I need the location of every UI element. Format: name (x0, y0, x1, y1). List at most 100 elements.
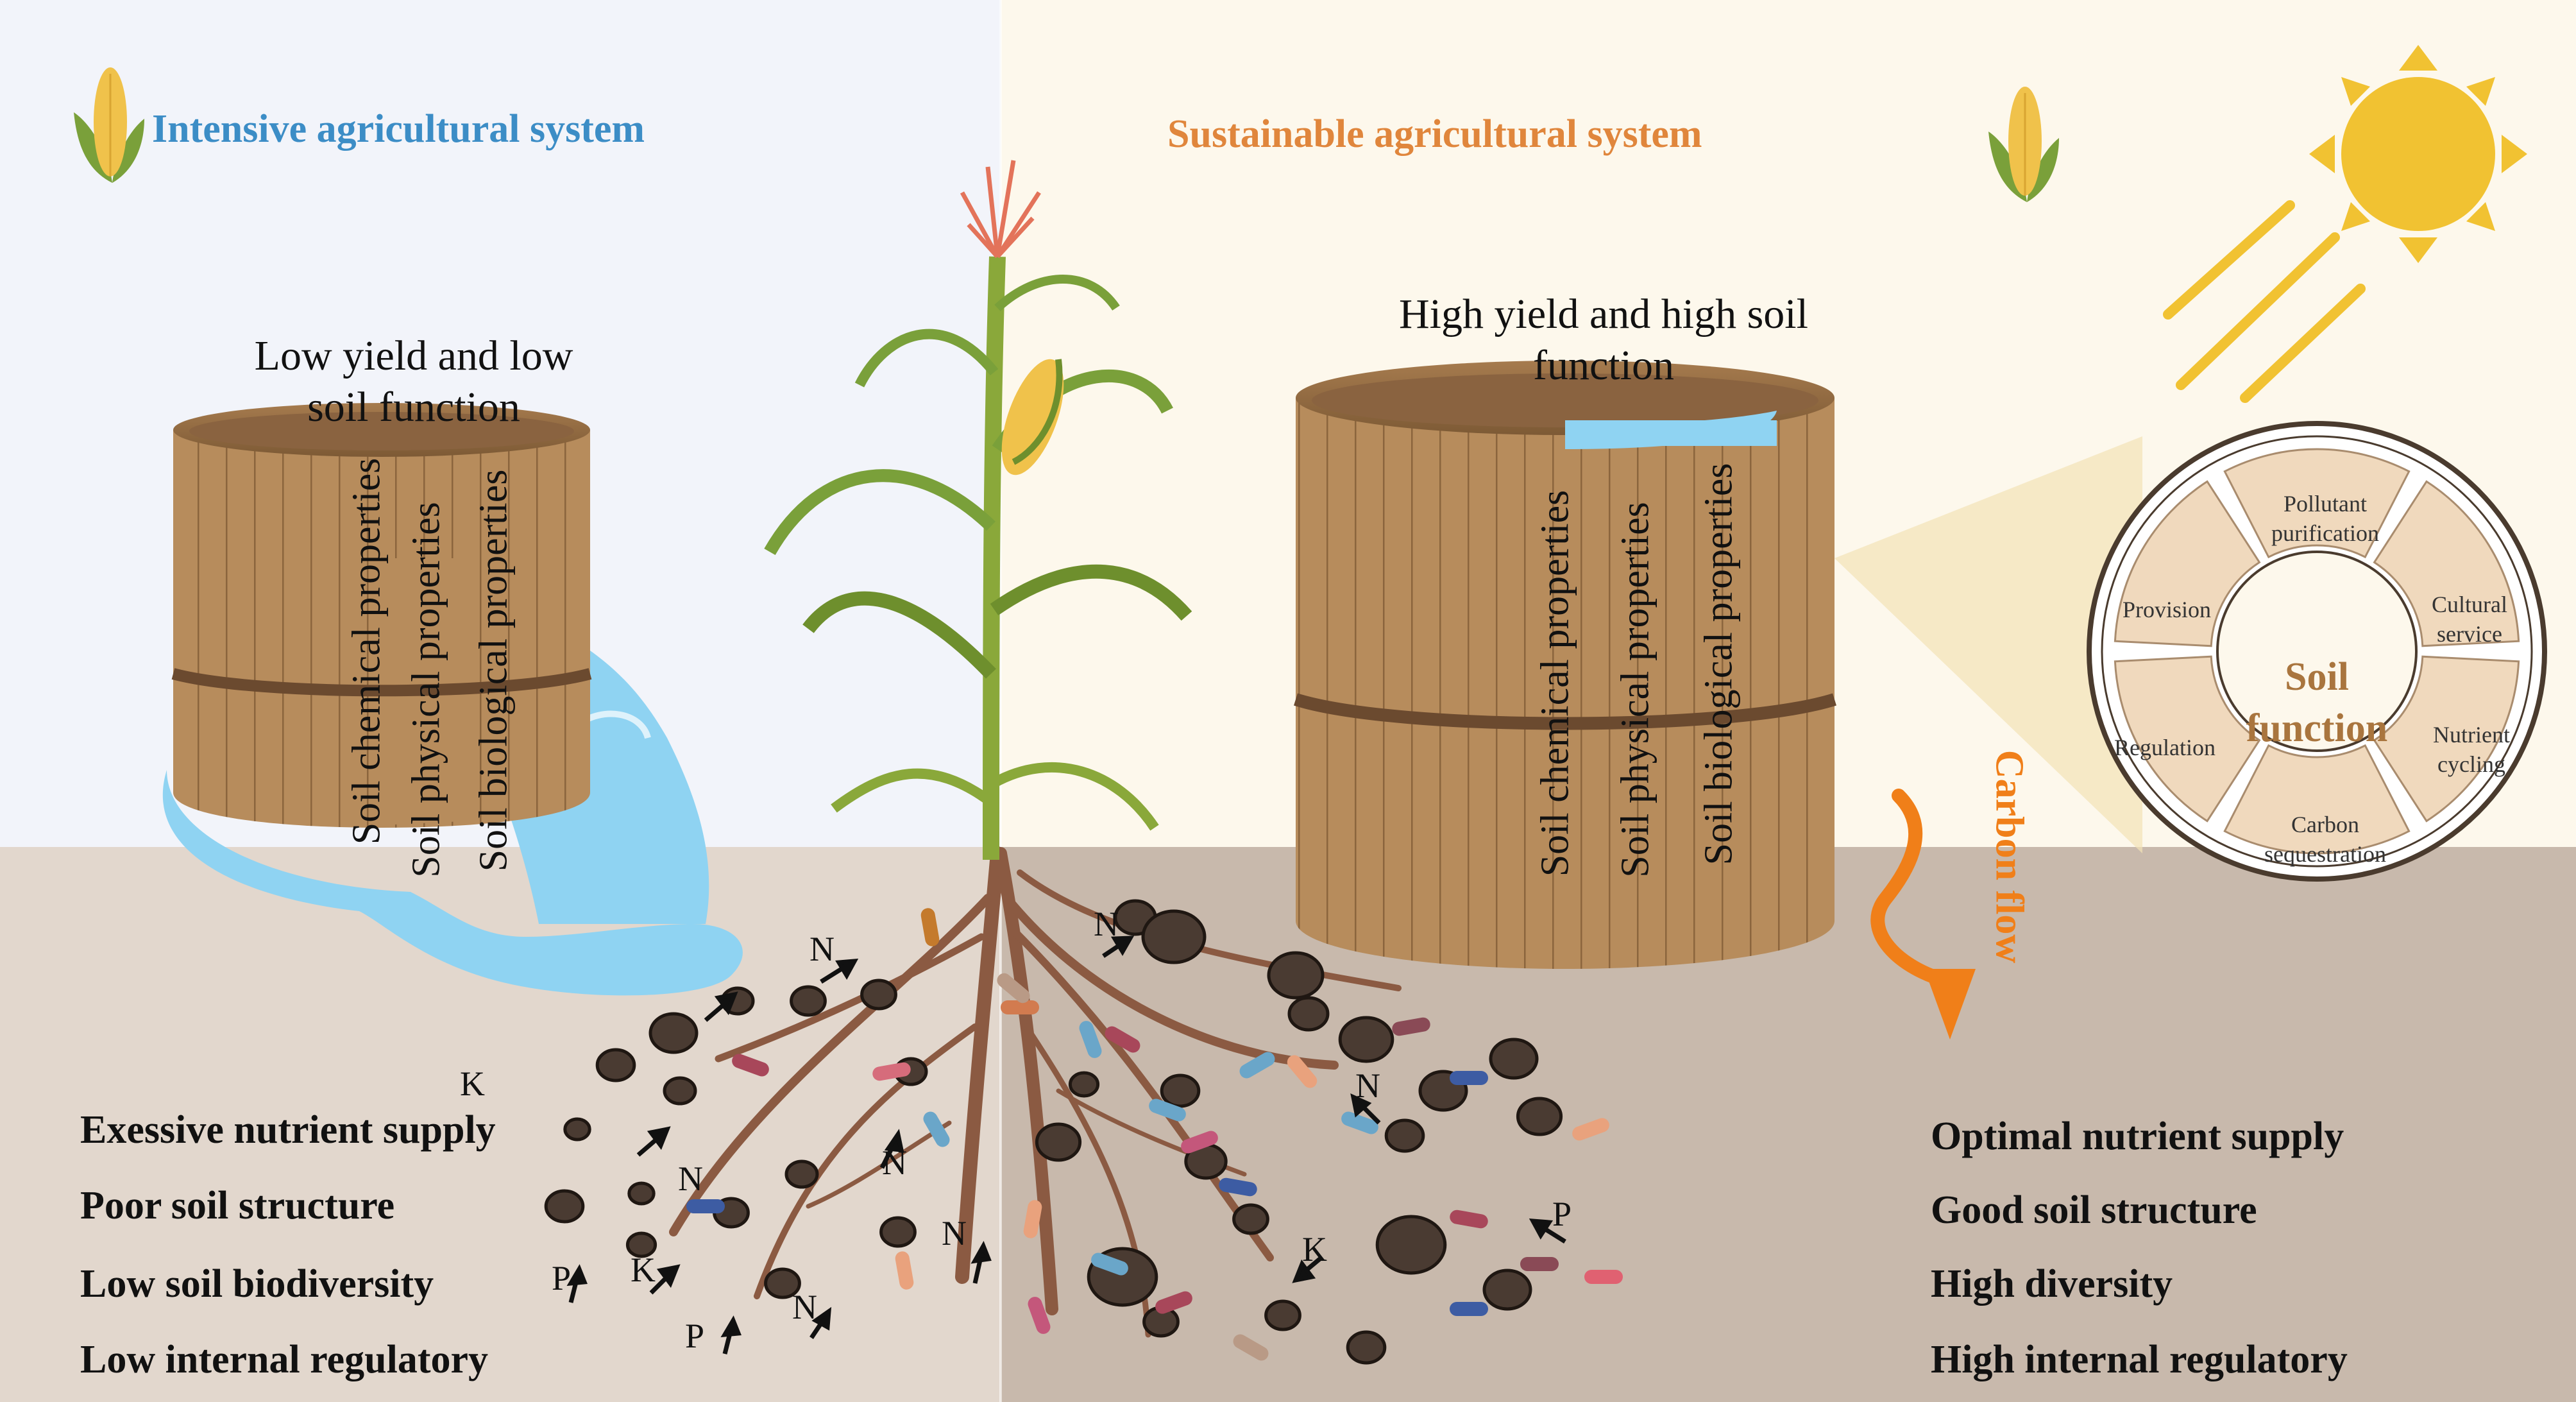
soil-aggregate (1287, 996, 1330, 1032)
bullet-item: Low soil biodiversity (80, 1262, 434, 1306)
soil-aggregate (790, 985, 827, 1017)
wheel-segment-shape (2373, 655, 2520, 823)
soil-aggregate (1489, 1038, 1539, 1080)
carbon-flow-arrow (1870, 789, 1976, 1039)
microbe (1233, 1334, 1269, 1361)
nutrient-n: N (1355, 1066, 1380, 1105)
sun-icon (2163, 45, 2527, 403)
projection-cone (1835, 436, 2142, 853)
microbe (1450, 1302, 1488, 1316)
low-yield-label: Low yield and low soil function (254, 332, 573, 431)
soil-aggregate (1338, 1016, 1394, 1063)
bullet-item: Low internal regulatory (80, 1338, 489, 1381)
microbe (923, 1111, 950, 1147)
corn-icon-right (1988, 87, 2059, 202)
nutrient-k: K (1302, 1230, 1327, 1269)
microbe (1001, 1000, 1039, 1014)
soil-aggregate (1141, 909, 1207, 964)
nutrient-n: N (882, 1143, 907, 1182)
corn-plant (764, 160, 1192, 860)
wheel-segment-provision: Provision (2122, 597, 2212, 622)
root-system (669, 846, 1402, 1338)
soil-aggregate (1516, 1097, 1563, 1136)
right-stave-physical: Soil physical properties (1613, 502, 1657, 878)
microbe (1287, 1055, 1318, 1088)
nutrient-p: P (685, 1317, 705, 1355)
nutrient-n: N (942, 1214, 967, 1252)
microbe (1520, 1257, 1559, 1271)
soil-aggregate (1035, 1122, 1082, 1162)
microbe (1572, 1118, 1609, 1141)
wheel-segment-shape (2114, 480, 2261, 647)
microbe (1239, 1052, 1275, 1079)
soil-aggregate (879, 1216, 917, 1248)
microbe (1149, 1099, 1186, 1122)
soil-aggregate (784, 1159, 819, 1189)
corn-icon-left (74, 67, 144, 183)
soil-aggregate (1160, 1073, 1201, 1108)
microbe (686, 1199, 725, 1213)
nutrient-n: N (792, 1288, 817, 1326)
wheel-segment-pollutant: Pollutant purification (2271, 491, 2379, 546)
nutrient-p: P (552, 1259, 572, 1297)
wheel-segment-shape (2223, 448, 2411, 559)
soil-aggregate (544, 1189, 585, 1224)
left-stave-physical: Soil physical properties (404, 502, 448, 878)
bullet-item: Exessive nutrient supply (80, 1108, 496, 1152)
left-stave-chemical: Soil chemical properties (344, 457, 389, 845)
microbe (1079, 1021, 1102, 1058)
nutrient-n: N (809, 930, 835, 968)
soil-aggregate (563, 1117, 591, 1141)
high-yield-label: High yield and high soil function (1399, 291, 1808, 389)
soil-aggregate (648, 1012, 699, 1054)
right-stave-biological: Soil biological properties (1697, 463, 1741, 866)
microbe (1341, 1111, 1378, 1134)
soil-aggregate (764, 1267, 801, 1299)
bullet-item: Poor soil structure (80, 1184, 395, 1227)
soil-aggregate (625, 1231, 657, 1258)
microbe (1584, 1270, 1623, 1284)
microbe (1105, 1026, 1140, 1053)
microbe (1450, 1210, 1488, 1229)
nutrient-n: N (1094, 905, 1119, 943)
soil-aggregate (1267, 951, 1325, 1000)
nutrient-p: P (1552, 1195, 1572, 1233)
wheel-segment-nutrient: Nutrient cycling (2433, 722, 2510, 777)
microbe (1091, 1252, 1128, 1276)
nutrient-k: K (631, 1251, 656, 1289)
soil-aggregate (1264, 1299, 1301, 1331)
soil-aggregate (1384, 1118, 1425, 1153)
soil-aggregate (860, 979, 897, 1011)
bullet-item: Optimal nutrient supply (1931, 1115, 2344, 1158)
microbe (997, 973, 1030, 1004)
sustainable-system-title: Sustainable agricultural system (1167, 112, 1702, 156)
soil-aggregate (1232, 1203, 1269, 1235)
soil-function-center: Soil function (2246, 655, 2388, 750)
wheel-segment-shape (2373, 480, 2520, 647)
soil-aggregate (663, 1076, 697, 1106)
microbe (1392, 1017, 1430, 1036)
wheel-segment-cultural: Cultural service (2432, 592, 2507, 647)
microbe (1155, 1291, 1192, 1314)
soil-aggregate (1375, 1215, 1447, 1275)
soil-function-wheel (2087, 421, 2547, 882)
soil-aggregates (544, 899, 1563, 1365)
right-stave-chemical: Soil chemical properties (1533, 490, 1577, 877)
soil-aggregate (1068, 1071, 1100, 1098)
nutrient-n: N (678, 1159, 703, 1198)
microbe (1028, 1297, 1051, 1334)
bullet-item: High diversity (1931, 1262, 2173, 1306)
microbe (872, 1062, 911, 1081)
soil-aggregate (1482, 1269, 1532, 1311)
carbon-flow-label: Carbon flow (1987, 749, 2031, 964)
left-barrel (171, 403, 592, 828)
soil-microbes (686, 908, 1623, 1361)
wheel-segment-shape (2223, 744, 2411, 855)
soil-aggregate (1346, 1330, 1387, 1365)
nutrient-arrows (566, 936, 1566, 1355)
left-stave-biological: Soil biological properties (471, 469, 516, 872)
microbe (920, 908, 940, 946)
wheel-segment-shape (2114, 655, 2261, 823)
